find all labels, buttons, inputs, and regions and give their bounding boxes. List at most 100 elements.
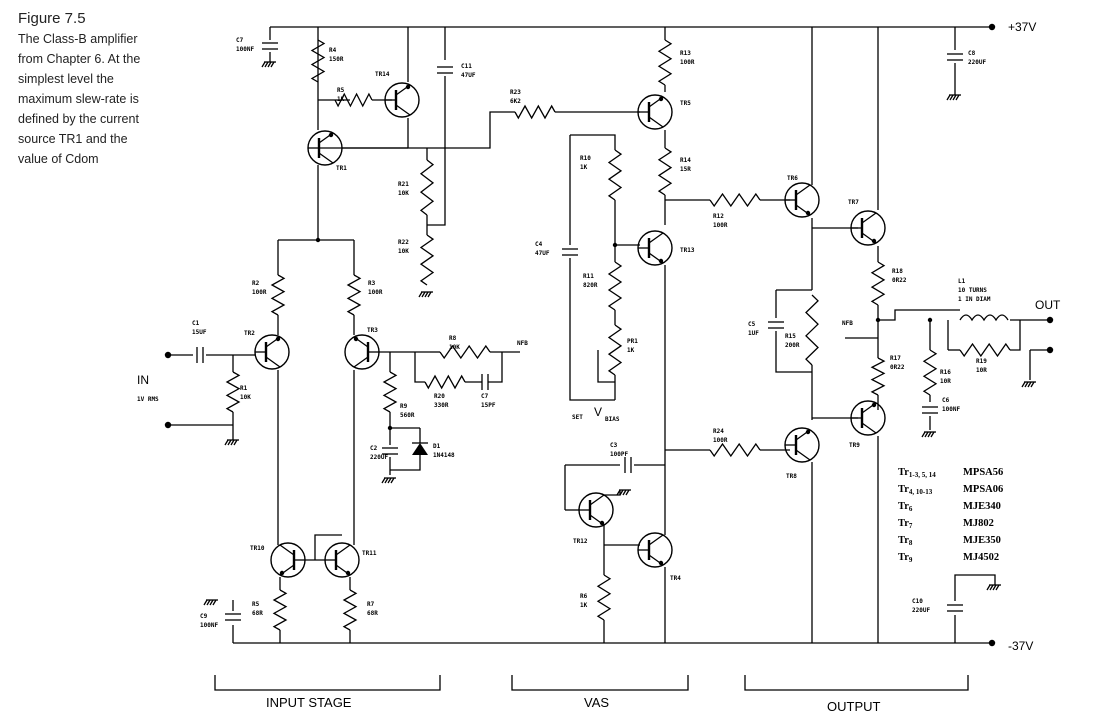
resistor-r6 xyxy=(596,574,612,621)
component-label: L1 xyxy=(958,278,966,285)
ground-symbol xyxy=(203,599,218,606)
component-label: C7 xyxy=(481,393,489,400)
potentiometer-pr1 xyxy=(607,324,623,376)
resistor-r20 xyxy=(424,374,466,390)
resistor-r9 xyxy=(382,371,398,413)
schematic-components xyxy=(196,39,1036,631)
svg-text:MJ4502: MJ4502 xyxy=(963,552,999,563)
caption-line: The Class-B amplifier xyxy=(18,32,138,46)
component-label: C1 xyxy=(192,320,200,327)
component-label: TR8 xyxy=(786,473,797,480)
component-label: R11 xyxy=(583,273,594,280)
resistor-r10 xyxy=(607,149,623,201)
resistor-r1 xyxy=(225,371,241,413)
component-label: TR4 xyxy=(670,575,681,582)
component-label: R10 xyxy=(580,155,591,162)
svg-text:MJE350: MJE350 xyxy=(963,535,1001,546)
wire xyxy=(414,352,425,383)
table-row: Tr1-3, 5, 14 MPSA56 xyxy=(898,467,1003,479)
transistor-tr8 xyxy=(784,427,820,463)
vbias-set-label: SET xyxy=(572,414,583,421)
wire xyxy=(488,352,503,383)
component-label: 10K xyxy=(398,190,409,197)
component-label: R22 xyxy=(398,239,409,246)
component-label: TR2 xyxy=(244,330,255,337)
component-label: PR1 xyxy=(627,338,638,345)
capacitor-c7b xyxy=(481,374,489,390)
ground-symbol xyxy=(418,291,433,298)
wire xyxy=(775,331,812,373)
component-label: R23 xyxy=(510,89,521,96)
component-label: R14 xyxy=(680,157,691,164)
junction-dot xyxy=(927,317,933,323)
transistor-tr1 xyxy=(307,130,343,166)
component-label: 220UF xyxy=(912,607,930,614)
component-label: TR7 xyxy=(848,199,859,206)
component-label: 10R xyxy=(976,367,987,374)
resistor-r18 xyxy=(870,261,886,306)
wire xyxy=(214,675,441,691)
transistor-tr2 xyxy=(254,334,290,370)
component-label: TR14 xyxy=(375,71,390,78)
component-label: R18 xyxy=(892,268,903,275)
svg-text:Tr9: Tr9 xyxy=(898,552,913,564)
component-label: 220UF xyxy=(968,59,986,66)
component-label: 330R xyxy=(434,402,449,409)
ground-symbol xyxy=(224,439,239,446)
resistor-r24 xyxy=(709,442,761,458)
table-row: Tr8 MJE350 xyxy=(898,535,1001,547)
transistor-tr6 xyxy=(784,182,820,218)
transistor-type-table: Tr1-3, 5, 14 MPSA56 Tr4, 10-13 MPSA06 Tr… xyxy=(898,467,1003,564)
resistor-r13 xyxy=(657,39,673,86)
section-vas: VAS xyxy=(584,695,609,710)
component-label: 100R xyxy=(680,59,695,66)
component-label: 200R xyxy=(785,342,800,349)
wire xyxy=(427,76,446,226)
component-label: R1 xyxy=(240,385,248,392)
ground-symbol xyxy=(261,61,276,68)
caption-line: simplest level the xyxy=(18,72,114,86)
svg-text:Tr4, 10-13: Tr4, 10-13 xyxy=(898,484,933,496)
component-label: 100R xyxy=(368,289,383,296)
component-label: C11 xyxy=(461,63,472,70)
resistor-r12 xyxy=(709,192,761,208)
component-label: R21 xyxy=(398,181,409,188)
component-label: C7 xyxy=(236,37,244,44)
component-label: 68R xyxy=(367,610,378,617)
capacitor-c1 xyxy=(196,347,204,363)
component-label: TR13 xyxy=(680,247,695,254)
svg-text:MJE340: MJE340 xyxy=(963,501,1001,512)
component-label: TR1 xyxy=(336,165,347,172)
inductor-l1 xyxy=(959,314,1009,322)
vbias-label: V xyxy=(594,405,602,419)
capacitor-c7 xyxy=(262,42,278,50)
wire xyxy=(744,675,969,691)
component-label: R8 xyxy=(449,335,457,342)
component-label: 150R xyxy=(329,56,344,63)
component-label: 100NF xyxy=(200,622,218,629)
table-row: Tr7 MJ802 xyxy=(898,518,994,530)
output-label: OUT xyxy=(1035,298,1061,312)
resistor-r8 xyxy=(439,344,491,360)
component-label: 47UF xyxy=(461,72,476,79)
figure-title: Figure 7.5 xyxy=(18,10,86,27)
ground-symbol xyxy=(946,94,961,101)
wire xyxy=(954,574,996,601)
capacitor-c9 xyxy=(225,613,241,621)
component-label: R13 xyxy=(680,50,691,57)
svg-text:MPSA06: MPSA06 xyxy=(963,484,1003,495)
resistor-r23 xyxy=(514,104,556,120)
resistor-r15 xyxy=(805,294,819,366)
component-label: 10K xyxy=(240,394,251,401)
vbias-subscript: BIAS xyxy=(605,416,620,423)
resistor-r2 xyxy=(270,274,286,316)
wire xyxy=(570,134,616,150)
ground-symbol xyxy=(1021,381,1036,388)
resistor-r5 xyxy=(334,92,373,108)
component-label: 10K xyxy=(398,248,409,255)
component-label: 1K xyxy=(337,96,345,103)
transistor-tr3 xyxy=(344,334,380,370)
section-input-stage: INPUT STAGE xyxy=(266,695,352,710)
component-label: R17 xyxy=(890,355,901,362)
component-label: TR12 xyxy=(573,538,588,545)
